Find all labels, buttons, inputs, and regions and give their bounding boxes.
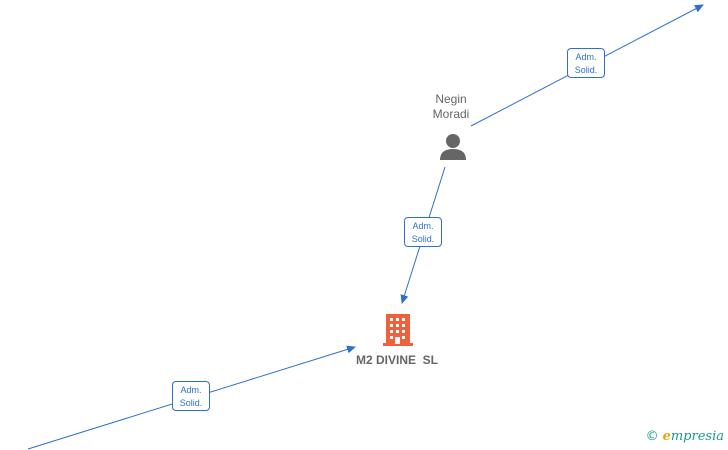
edge-label-person-offscreen: Adm. Solid. bbox=[567, 48, 605, 78]
person-icon bbox=[440, 134, 466, 160]
building-icon bbox=[383, 314, 413, 346]
brand-name-rest: mpresia bbox=[670, 429, 724, 444]
edge-label-offscreen-company: Adm. Solid. bbox=[172, 381, 210, 411]
edge-label-line1: Adm. bbox=[180, 385, 202, 395]
edge-label-line2: Solid. bbox=[179, 398, 203, 408]
edge-label-line2: Solid. bbox=[574, 65, 598, 75]
copyright-symbol: © bbox=[645, 429, 659, 444]
person-first-name: Negin bbox=[435, 92, 467, 106]
brand-initial: e bbox=[662, 429, 671, 444]
edge-label-line1: Adm. bbox=[412, 221, 434, 231]
edge-label-line2: Solid. bbox=[411, 234, 435, 244]
empresia-logo: ©empresia bbox=[646, 429, 724, 444]
edge-label-line1: Adm. bbox=[575, 52, 597, 62]
person-node-label[interactable]: Negin Moradi bbox=[421, 92, 481, 122]
edge-label-person-company: Adm. Solid. bbox=[404, 217, 442, 247]
person-last-name: Moradi bbox=[432, 107, 470, 121]
company-node-label[interactable]: M2 DIVINE SL bbox=[356, 353, 439, 367]
